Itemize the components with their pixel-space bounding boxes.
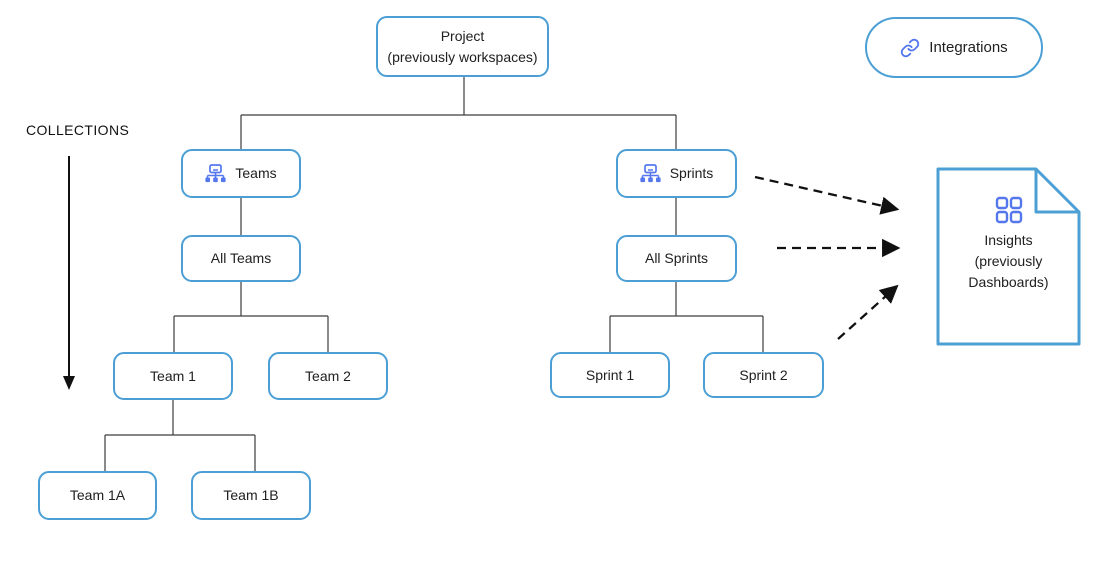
node-teams: Teams: [181, 149, 301, 198]
node-sprints: Sprints: [616, 149, 737, 198]
collections-label: COLLECTIONS: [26, 122, 130, 138]
hierarchy-icon: [205, 163, 226, 182]
node-insights-line2: (previously: [974, 253, 1043, 269]
node-team1a-label: Team 1A: [69, 487, 126, 503]
dashed-arrow-sprints-to-insights: [754, 175, 900, 215]
collections-arrow: [63, 156, 75, 390]
node-sprint1: Sprint 1: [550, 352, 670, 398]
node-project-subtitle: (previously workspaces): [387, 48, 538, 65]
node-integrations-label: Integrations: [929, 39, 1008, 56]
node-team1b-label: Team 1B: [223, 487, 279, 503]
node-team1-label: Team 1: [150, 367, 196, 384]
node-project: Project (previously workspaces): [376, 16, 549, 77]
node-all-teams: All Teams: [181, 235, 301, 282]
hierarchy-icon: [640, 163, 661, 182]
node-project-title: Project: [440, 27, 485, 44]
node-sprints-label: Sprints: [669, 165, 714, 181]
grid-icon: [995, 196, 1023, 224]
dashed-arrow-bottom-to-insights: [837, 284, 899, 340]
node-integrations: Integrations: [865, 17, 1043, 78]
node-team2-label: Team 2: [305, 367, 351, 384]
node-teams-label: Teams: [235, 165, 277, 181]
node-sprint1-label: Sprint 1: [585, 366, 635, 383]
insights-document-shape: [936, 167, 1081, 346]
node-sprint2-label: Sprint 2: [739, 366, 788, 383]
node-all-teams-label: All Teams: [210, 250, 272, 266]
node-team1a: Team 1A: [38, 471, 157, 520]
node-team2: Team 2: [268, 352, 388, 400]
node-sprint2: Sprint 2: [703, 352, 824, 398]
node-all-sprints-label: All Sprints: [644, 250, 709, 266]
node-team1: Team 1: [113, 352, 233, 400]
tree-connectors: [104, 77, 764, 471]
node-insights-line3: Dashboards): [968, 274, 1049, 290]
node-insights-line1: Insights: [984, 232, 1033, 248]
node-all-sprints: All Sprints: [616, 235, 737, 282]
node-insights: Insights (previously Dashboards): [938, 230, 1079, 293]
link-icon: [901, 38, 920, 57]
dashed-arrows: [754, 175, 901, 340]
node-team1b: Team 1B: [191, 471, 311, 520]
